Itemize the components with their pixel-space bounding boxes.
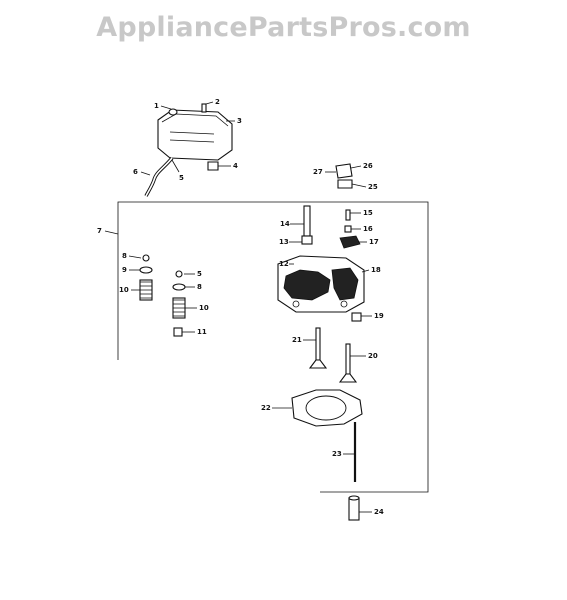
callout-1: 1 (154, 102, 159, 110)
callout-19: 19 (374, 312, 384, 320)
callout-11: 11 (197, 328, 207, 336)
cylinder-head (277, 255, 365, 313)
callout-6: 6 (133, 168, 138, 176)
callout-13: 13 (279, 238, 289, 246)
callout-26: 26 (363, 162, 373, 170)
callout-17: 17 (369, 238, 379, 246)
callout-3: 3 (237, 117, 242, 125)
callout-15: 15 (363, 209, 373, 217)
intake-valve (308, 327, 328, 369)
callout-5: 5 (179, 174, 184, 182)
callout-5b: 5 (197, 270, 202, 278)
callout-8: 8 (122, 252, 127, 260)
callout-25: 25 (368, 183, 378, 191)
callout-20: 20 (368, 352, 378, 360)
watermark-logo: AppliancePartsPros.com (96, 12, 471, 43)
callout-23: 23 (332, 450, 342, 458)
callout-9: 9 (122, 266, 127, 274)
callout-8b: 8 (197, 283, 202, 291)
callout-14: 14 (280, 220, 290, 228)
callout-18: 18 (371, 266, 381, 274)
callout-7: 7 (97, 227, 102, 235)
nut (351, 312, 362, 322)
rocker-cover (157, 103, 233, 161)
callout-24: 24 (374, 508, 384, 516)
callout-10b: 10 (199, 304, 209, 312)
head-gasket (291, 389, 363, 427)
exhaust-valve (338, 343, 358, 383)
head-bolt (301, 205, 313, 245)
callout-16: 16 (363, 225, 373, 233)
valve-spring-center (172, 270, 186, 337)
valve-spring-left (139, 254, 153, 301)
clip-part (207, 161, 219, 171)
callout-27: 27 (313, 168, 323, 176)
callout-22: 22 (261, 404, 271, 412)
callout-21: 21 (292, 336, 302, 344)
callout-4: 4 (233, 162, 238, 170)
callout-12: 12 (279, 260, 289, 268)
callout-2: 2 (215, 98, 220, 106)
callout-10: 10 (119, 286, 129, 294)
assembly-bracket (117, 201, 429, 493)
rocker-arm-parts (339, 209, 361, 249)
callout-labels: 1 2 3 4 5 6 7 8 9 10 5 8 10 11 14 13 12 … (97, 98, 384, 516)
tappet (348, 495, 360, 521)
leader-lines (104, 101, 372, 513)
small-clip (335, 163, 353, 189)
